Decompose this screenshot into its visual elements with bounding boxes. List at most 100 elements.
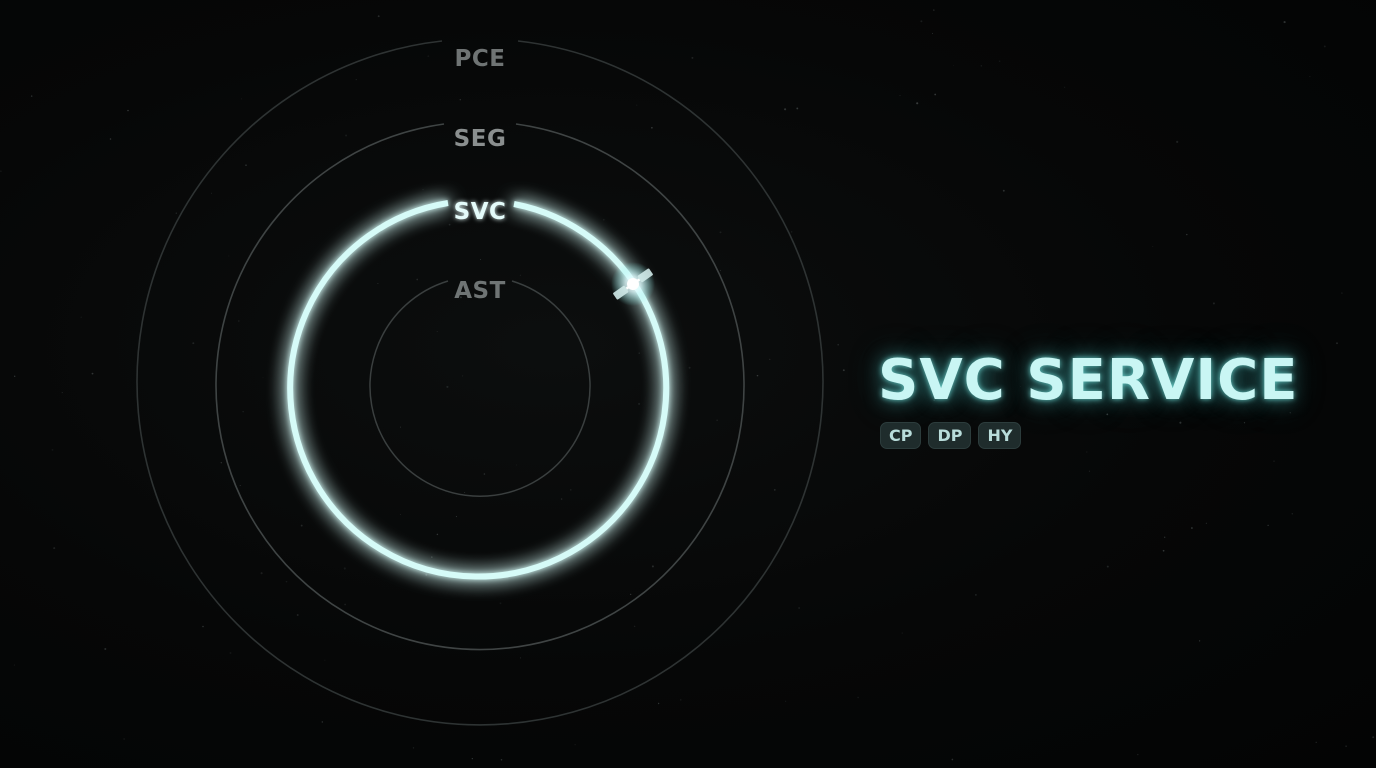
orbit-label-pce[interactable]: PCE [455, 46, 506, 72]
satellite-icon[interactable] [602, 253, 663, 314]
star [324, 659, 326, 661]
star [1106, 565, 1109, 568]
star [1137, 753, 1139, 756]
star [483, 473, 486, 475]
star [1273, 460, 1275, 462]
star [1237, 352, 1239, 354]
star [933, 9, 935, 11]
star [1019, 386, 1021, 387]
star [91, 372, 94, 375]
star [228, 255, 230, 257]
star [560, 498, 563, 500]
star [1243, 422, 1246, 424]
star [651, 126, 653, 129]
star [651, 565, 654, 568]
star [448, 223, 451, 226]
star [1186, 233, 1188, 236]
star [240, 98, 242, 100]
star [211, 192, 213, 194]
star [837, 343, 839, 346]
star [355, 79, 357, 81]
star [1267, 524, 1269, 526]
star [436, 331, 438, 333]
star [446, 385, 449, 388]
star [1190, 527, 1193, 529]
orbit-ring-pce[interactable] [136, 40, 824, 726]
star [399, 513, 401, 515]
star [345, 134, 348, 137]
star [951, 758, 954, 761]
star [377, 15, 380, 18]
star [175, 212, 177, 214]
star [657, 702, 660, 705]
orbit-ring-svc[interactable] [287, 200, 670, 580]
star [30, 95, 33, 97]
star [123, 738, 125, 740]
star [109, 138, 112, 140]
star [798, 607, 800, 609]
star [520, 657, 521, 659]
star [1002, 189, 1005, 192]
star [13, 664, 15, 666]
star [1152, 245, 1154, 247]
star [1164, 536, 1166, 538]
star [1341, 292, 1343, 294]
star [791, 231, 793, 233]
star [262, 377, 264, 379]
star [842, 369, 845, 372]
star [934, 93, 937, 96]
tag-badge[interactable]: HY [978, 422, 1022, 449]
star [471, 758, 473, 760]
star [716, 419, 718, 421]
star [80, 316, 82, 318]
star [998, 60, 1001, 62]
star [343, 567, 346, 570]
star [602, 218, 605, 221]
star [1176, 140, 1179, 143]
star [933, 399, 936, 402]
tag-badge[interactable]: DP [928, 422, 972, 449]
star [499, 602, 502, 605]
orbit-label-ast[interactable]: AST [454, 278, 506, 304]
star [459, 296, 462, 299]
star [300, 524, 303, 527]
orbit-ring-ast[interactable] [369, 280, 591, 497]
star [899, 95, 901, 96]
star [773, 489, 776, 491]
star [1086, 451, 1088, 453]
star [1323, 45, 1326, 48]
star [688, 366, 691, 369]
star [952, 65, 954, 66]
orbit-label-svc[interactable]: SVC [454, 199, 507, 225]
star [1162, 549, 1165, 552]
star [464, 492, 466, 493]
star [296, 614, 299, 616]
star [516, 464, 517, 466]
star [500, 759, 503, 761]
star [569, 557, 571, 559]
star [1212, 302, 1215, 305]
star [720, 269, 721, 271]
star [51, 449, 54, 451]
star [127, 109, 129, 112]
star [980, 65, 982, 67]
star [1283, 21, 1286, 24]
star [53, 547, 56, 550]
tag-badge[interactable]: CP [880, 422, 922, 449]
star [1179, 421, 1182, 424]
star [220, 461, 223, 464]
star [431, 556, 433, 558]
star [1336, 342, 1338, 345]
star [975, 594, 977, 596]
star [1291, 513, 1294, 515]
star [1205, 522, 1207, 524]
orbit-ring-seg[interactable] [215, 123, 745, 651]
star [1345, 745, 1347, 747]
orbit-label-seg[interactable]: SEG [454, 126, 507, 152]
star [719, 231, 722, 234]
star [1106, 413, 1109, 416]
star [104, 647, 107, 651]
star [0, 170, 2, 172]
star [455, 516, 457, 518]
